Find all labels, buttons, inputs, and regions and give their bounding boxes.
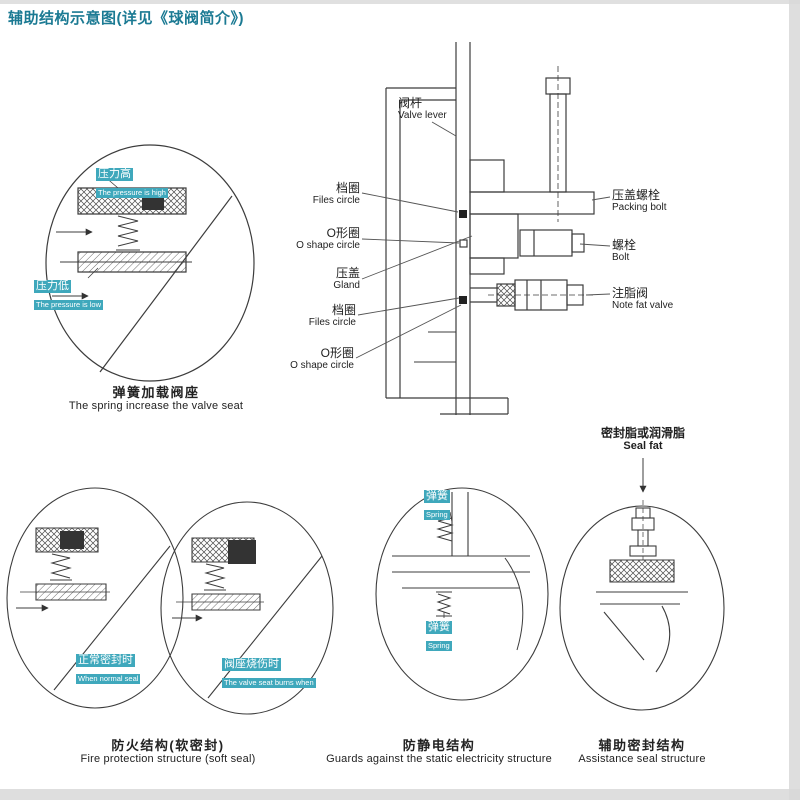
fire-normal-detail-drawing — [6, 487, 184, 709]
stem-leader-lines — [355, 121, 611, 359]
pressure-high-label: 压力高 The pressure is high — [96, 165, 168, 201]
seal-fat-cn: 密封脂或润滑脂 — [600, 426, 685, 440]
files-circle-label-1: 档圈 Files circle — [313, 181, 360, 207]
assist-caption-cn: 辅助密封结构 — [598, 738, 686, 753]
pressure-high-en: The pressure is high — [96, 188, 168, 198]
valve-lever-label: 阀杆 Valve lever — [398, 96, 447, 122]
grease-valve-label: 注脂阀 Note fat valve — [612, 286, 673, 312]
o-shape-circle-en-1: O shape circle — [296, 240, 360, 252]
bolt-label: 螺栓 Bolt — [612, 238, 636, 264]
seat-burns-label: 阀座烧伤时 The valve seat burns when — [222, 655, 316, 691]
pressure-high-cn: 压力高 — [96, 168, 133, 181]
assist-caption-en: Assistance seal structure — [578, 753, 706, 766]
files-circle-en-2: Files circle — [308, 317, 356, 329]
spring-seat-caption: 弹簧加载阀座 The spring increase the valve sea… — [36, 385, 276, 413]
page-edge-right — [789, 0, 800, 800]
seal-fat-label: 密封脂或润滑脂 Seal fat — [563, 426, 723, 453]
normal-seal-label: 正常密封时 When normal seal — [76, 651, 141, 687]
spring-top-label: 弹簧 Spring — [424, 487, 450, 523]
packing-bolt-label: 压盖螺栓 Packing bolt — [612, 188, 666, 214]
valve-lever-cn: 阀杆 — [398, 96, 423, 110]
grease-valve-cn: 注脂阀 — [612, 286, 649, 300]
files-circle-cn-1: 档圈 — [335, 181, 360, 195]
o-shape-circle-cn-1: O形圈 — [326, 226, 360, 240]
fire-caption-cn: 防火结构(软密封) — [111, 738, 225, 753]
antistatic-caption-en: Guards against the static electricity st… — [326, 753, 552, 766]
o-shape-circle-cn-2: O形圈 — [320, 346, 354, 360]
normal-seal-en: When normal seal — [76, 674, 141, 684]
grease-valve-en: Note fat valve — [612, 300, 674, 312]
o-shape-circle-label-1: O形圈 O shape circle — [296, 226, 360, 252]
gland-label: 压盖 Gland — [333, 266, 360, 292]
antistatic-caption: 防静电结构 Guards against the static electric… — [310, 738, 568, 766]
files-circle-en-1: Files circle — [312, 195, 360, 207]
spring-seat-caption-cn: 弹簧加载阀座 — [112, 385, 200, 400]
fire-caption: 防火结构(软密封) Fire protection structure (sof… — [36, 738, 300, 766]
packing-bolt-cn: 压盖螺栓 — [612, 188, 661, 202]
stem-assembly-drawing — [385, 42, 596, 415]
spring-bottom-en: Spring — [426, 641, 452, 651]
pressure-low-cn: 压力低 — [34, 280, 71, 293]
o-shape-circle-en-2: O shape circle — [290, 360, 354, 372]
seat-burns-en: The valve seat burns when — [222, 678, 316, 688]
page-edge-bottom — [0, 789, 800, 800]
assist-seal-detail-drawing — [559, 458, 725, 711]
bolt-en: Bolt — [612, 252, 630, 264]
gland-cn: 压盖 — [335, 266, 360, 280]
packing-bolt-en: Packing bolt — [612, 202, 667, 214]
pressure-low-en: The pressure is low — [34, 300, 104, 310]
antistatic-detail-drawing — [375, 487, 549, 701]
files-circle-cn-2: 档圈 — [331, 303, 356, 317]
seal-fat-en: Seal fat — [623, 440, 663, 453]
o-shape-circle-label-2: O形圈 O shape circle — [290, 346, 354, 372]
normal-seal-cn: 正常密封时 — [76, 654, 135, 667]
spring-bottom-label: 弹簧 Spring — [426, 618, 452, 654]
page-title: 辅助结构示意图(详见《球阀简介》) — [8, 10, 244, 27]
antistatic-caption-cn: 防静电结构 — [402, 738, 476, 753]
fire-burnt-detail-drawing — [160, 501, 334, 715]
spring-seat-caption-en: The spring increase the valve seat — [68, 400, 244, 413]
files-circle-label-2: 档圈 Files circle — [309, 303, 356, 329]
assist-caption: 辅助密封结构 Assistance seal structure — [532, 738, 752, 766]
spring-bottom-cn: 弹簧 — [426, 621, 452, 634]
spring-top-cn: 弹簧 — [424, 490, 450, 503]
seat-burns-cn: 阀座烧伤时 — [222, 658, 281, 671]
gland-en: Gland — [333, 280, 360, 292]
bolt-cn: 螺栓 — [612, 238, 637, 252]
spring-top-en: Spring — [424, 510, 450, 520]
valve-lever-en: Valve lever — [398, 110, 447, 122]
page-edge-top — [0, 0, 800, 4]
pressure-low-label: 压力低 The pressure is low — [34, 277, 104, 313]
fire-caption-en: Fire protection structure (soft seal) — [80, 753, 256, 766]
